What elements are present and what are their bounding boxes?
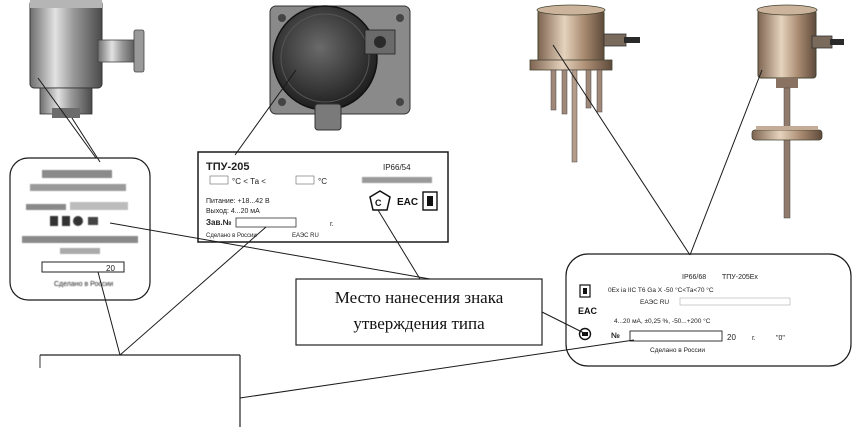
callout-line-1: Место нанесения знака <box>335 288 504 307</box>
left-nameplate: 20 Сделано в России <box>9 157 151 301</box>
device-stem-sensor <box>751 4 844 219</box>
right-plate-model: ТПУ-205Ex <box>722 274 758 281</box>
center-plate-output: Выход: 4...20 мА <box>206 208 260 215</box>
leader-empty-to-left-serial <box>97 271 121 356</box>
right-eac-mark-icon: EAC <box>578 306 598 316</box>
type-approval-mark-icon: C <box>369 190 391 211</box>
center-plate-made-in: Сделано в России <box>206 233 257 239</box>
leader-device3-to-right-plate <box>552 44 691 256</box>
svg-text:EAC: EAC <box>397 197 418 208</box>
leader-device1-to-left-plate <box>37 77 97 159</box>
left-plate-made-in: Сделано в России <box>54 281 113 288</box>
device-flanged-probe-sensor <box>529 4 640 163</box>
center-plate-serial-label: Зав.№ <box>206 218 232 227</box>
right-plate-year-suffix: г. <box>752 335 756 342</box>
empty-callout-box <box>39 354 241 427</box>
ex-mark-icon <box>422 191 438 211</box>
leader-device4-to-right-plate <box>689 69 763 256</box>
right-plate-eac: ЕАЭС RU <box>640 299 669 306</box>
device-explosion-proof-box <box>269 5 411 131</box>
right-plate-serial-label: № <box>611 331 620 340</box>
leader-device1-to-left-plate-2 <box>71 117 101 163</box>
type-approval-callout: Место нанесения знака утверждения типа <box>295 278 543 346</box>
leader-device2-to-center-plate <box>234 69 297 156</box>
right-plate-year: 20 <box>727 333 736 342</box>
right-nameplate: IP66/68 ТПУ-205Ex 0Ex ia IIC T6 Ga X -50… <box>565 253 852 367</box>
center-plate-eac: ЕАЭС RU <box>292 233 319 239</box>
right-plate-ip: IP66/68 <box>682 274 706 281</box>
leader-empty-to-right-serial <box>239 339 635 399</box>
leader-callout-to-right-plate <box>541 311 587 335</box>
right-plate-quote: "0" <box>776 335 785 342</box>
leader-callout-to-center-plate <box>377 209 421 280</box>
callout-line-2: утверждения типа <box>353 314 485 333</box>
right-plate-ex-marking: 0Ex ia IIC T6 Ga X -50 °С<Та<70 °С <box>608 286 714 294</box>
center-plate-temp-unit: °С <box>318 177 327 186</box>
svg-text:C: C <box>375 198 382 208</box>
right-ex-mark-icon <box>579 284 591 298</box>
left-plate-serial-digits: 20 <box>106 264 115 273</box>
leader-lines <box>37 44 763 399</box>
svg-text:EAC: EAC <box>578 306 598 316</box>
right-plate-output: 4...20 мА, ±0,25 %, -50...+200 °С <box>614 317 711 325</box>
eac-mark-icon: EAC <box>396 193 418 208</box>
center-plate-ip: IP66/54 <box>383 163 411 172</box>
leader-empty-to-center-serial <box>119 226 267 356</box>
center-plate-year-suffix: г. <box>330 221 334 228</box>
device-stainless-housing <box>29 0 145 118</box>
leader-callout-to-left-plate <box>109 222 431 280</box>
right-plate-made-in: Сделано в России <box>650 347 705 354</box>
center-plate-model: ТПУ-205 <box>206 161 249 173</box>
center-plate-temp-label: °С < Та < <box>232 177 266 186</box>
center-plate-power: Питание: +18...42 В <box>206 198 270 205</box>
center-nameplate: ТПУ-205 IP66/54 °С < Та < °С Питание: +1… <box>197 151 449 243</box>
